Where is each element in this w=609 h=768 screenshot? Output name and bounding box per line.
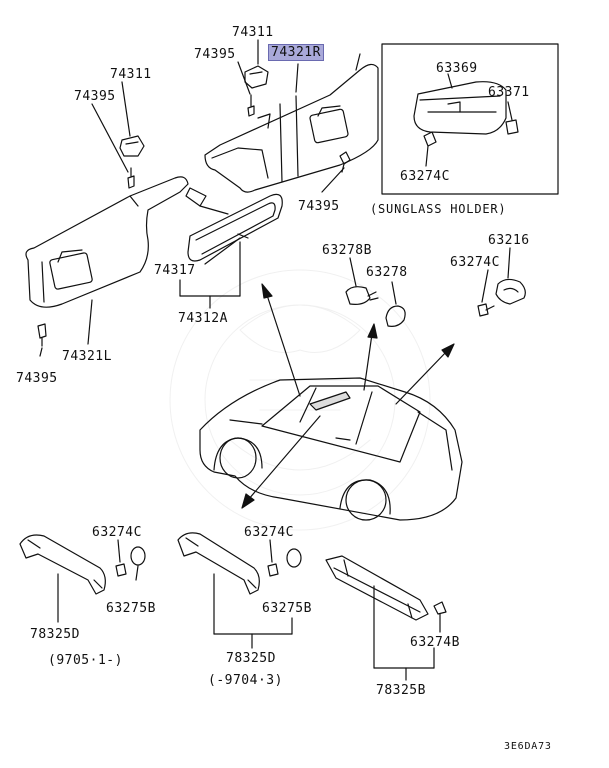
assist-grip-3 (325, 555, 447, 621)
rear-view-mirror (185, 187, 283, 262)
right-sun-visor (204, 63, 379, 193)
label-74317: 74317 (154, 263, 196, 278)
label-74311-top: 74311 (232, 25, 274, 40)
label-74321R: 74321R (268, 44, 324, 61)
sunglass-holder-box (381, 43, 559, 195)
label-63274B: 63274B (410, 635, 460, 650)
left-sun-visor (25, 176, 189, 308)
label-74395-left: 74395 (74, 89, 116, 104)
label-74395-bottom: 74395 (16, 371, 58, 386)
label-63278: 63278 (366, 265, 408, 280)
assist-grip-1 (19, 534, 146, 595)
label-74321L: 74321L (62, 349, 112, 364)
leader-arrows (241, 283, 455, 509)
lamp-63278B (345, 286, 379, 305)
label-date-h1: (9705·1-) (48, 653, 123, 668)
label-74395-mid: 74395 (298, 199, 340, 214)
label-78325D-h1: 78325D (30, 627, 80, 642)
label-63274C-h1: 63274C (92, 525, 142, 540)
label-63278B: 63278B (322, 243, 372, 258)
lamp-63216 (495, 278, 526, 305)
label-date-h2: (-9704·3) (208, 673, 283, 688)
car-body (199, 377, 463, 521)
assist-grip-2 (177, 532, 302, 595)
label-63216: 63216 (488, 233, 530, 248)
label-63275B-h1: 63275B (106, 601, 156, 616)
label-78325D-h2: 78325D (226, 651, 276, 666)
label-63274C-right: 63274C (450, 255, 500, 270)
screw-74395-bottom (37, 323, 47, 347)
figure-code: 3E6DA73 (504, 741, 552, 752)
screw-63274C-lamp (477, 303, 495, 317)
label-63275B-h2: 63275B (262, 601, 312, 616)
screw-74395-left (127, 167, 135, 189)
label-74311-left: 74311 (110, 67, 152, 82)
screw-74395-top (247, 94, 255, 117)
label-sunglass-holder: (SUNGLASS HOLDER) (370, 202, 507, 216)
visor-clip-74311-left (119, 135, 145, 157)
label-74395-top: 74395 (194, 47, 236, 62)
label-63274C-holder: 63274C (400, 169, 450, 184)
label-63369: 63369 (436, 61, 478, 76)
lamp-lens-63278 (385, 305, 406, 327)
label-63274C-h2: 63274C (244, 525, 294, 540)
visor-clip-74311-top (244, 65, 269, 89)
label-74312A: 74312A (178, 311, 228, 326)
label-63371: 63371 (488, 85, 530, 100)
watermark-emblem (169, 269, 431, 531)
label-78325B: 78325B (376, 683, 426, 698)
